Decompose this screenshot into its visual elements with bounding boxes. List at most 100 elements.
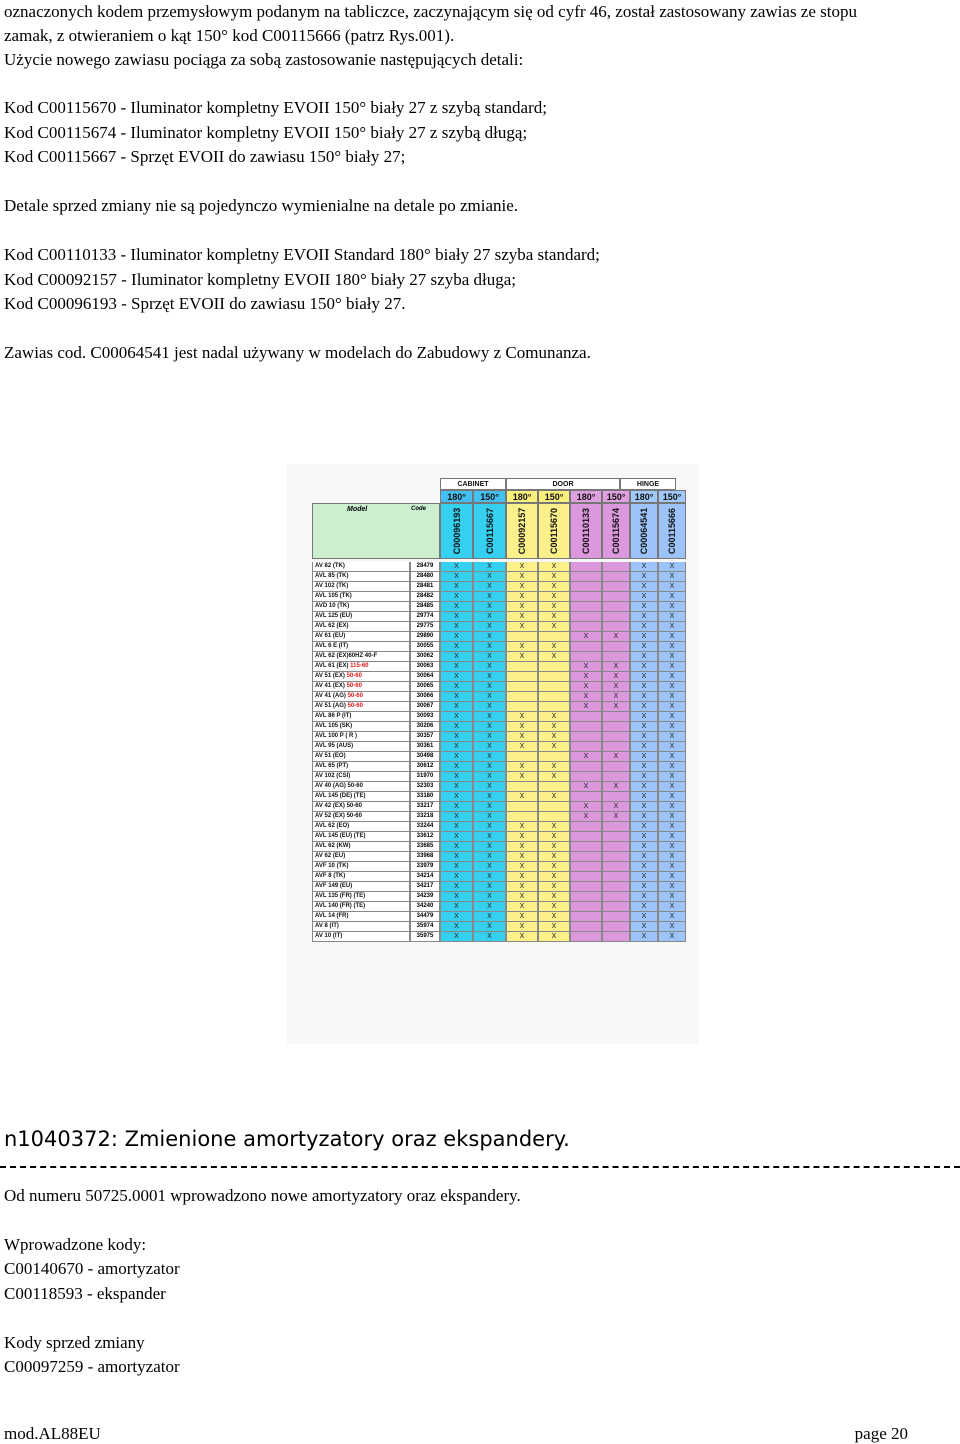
- compatibility-mark: X: [473, 572, 506, 582]
- model-cell: AVL 95 (AUS): [312, 742, 410, 752]
- compatibility-mark: X: [630, 902, 658, 912]
- compatibility-mark: X: [506, 902, 538, 912]
- model-code: 34239: [410, 892, 440, 902]
- compatibility-mark: X: [440, 692, 473, 702]
- model-code: 29775: [410, 622, 440, 632]
- model-name: AVL 14 (FR): [315, 913, 349, 919]
- compatibility-empty: [602, 572, 630, 582]
- compatibility-mark: X: [506, 822, 538, 832]
- compatibility-empty: [570, 612, 602, 622]
- compatibility-mark: X: [658, 772, 686, 782]
- compatibility-mark: X: [440, 932, 473, 942]
- model-cell: AVL 86 P (IT): [312, 712, 410, 722]
- compatibility-empty: [570, 602, 602, 612]
- compatibility-mark: X: [658, 872, 686, 882]
- compatibility-empty: [506, 702, 538, 712]
- compatibility-mark: X: [440, 662, 473, 672]
- compatibility-mark: X: [506, 772, 538, 782]
- body-text-line: C00097259 - amortyzator: [4, 1357, 180, 1376]
- body-text-line: oznaczonych kodem przemysłowym podanym n…: [4, 2, 857, 21]
- model-cell: AVF 8 (TK): [312, 872, 410, 882]
- compatibility-mark: X: [506, 842, 538, 852]
- compatibility-mark: X: [473, 602, 506, 612]
- compatibility-empty: [570, 712, 602, 722]
- compatibility-mark: X: [658, 912, 686, 922]
- compatibility-mark: X: [506, 602, 538, 612]
- compatibility-empty: [538, 682, 570, 692]
- compatibility-mark: X: [658, 742, 686, 752]
- model-name: AVL 62 (EX): [315, 623, 349, 629]
- compatibility-empty: [570, 722, 602, 732]
- compatibility-mark: X: [538, 822, 570, 832]
- compatibility-mark: X: [506, 562, 538, 572]
- model-cell: AVL 6 E (IT): [312, 642, 410, 652]
- compatibility-mark: X: [473, 802, 506, 812]
- compatibility-mark: X: [506, 892, 538, 902]
- compatibility-empty: [602, 642, 630, 652]
- model-cell: AV 40 (AG) 50-60: [312, 782, 410, 792]
- model-name: AVL 140 (FR) (TE): [315, 903, 366, 909]
- model-code: 35975: [410, 932, 440, 942]
- model-name: AV 61 (EU): [315, 633, 346, 639]
- model-code: 30498: [410, 752, 440, 762]
- compatibility-empty: [538, 702, 570, 712]
- model-cell: AVL 125 (EU): [312, 612, 410, 622]
- compatibility-empty: [506, 662, 538, 672]
- compatibility-mark: X: [473, 642, 506, 652]
- compatibility-mark: X: [440, 582, 473, 592]
- angle-header: 180°: [440, 490, 473, 503]
- model-name: AVF 8 (TK): [315, 873, 346, 879]
- compatibility-mark: X: [602, 632, 630, 642]
- compatibility-empty: [602, 912, 630, 922]
- compatibility-mark: X: [473, 872, 506, 882]
- compatibility-mark: X: [473, 772, 506, 782]
- model-code: 30066: [410, 692, 440, 702]
- compatibility-mark: X: [440, 592, 473, 602]
- compatibility-mark: X: [630, 712, 658, 722]
- compatibility-mark: X: [602, 692, 630, 702]
- compatibility-empty: [602, 792, 630, 802]
- compatibility-empty: [570, 742, 602, 752]
- compatibility-empty: [602, 622, 630, 632]
- compatibility-mark: X: [658, 682, 686, 692]
- compatibility-mark: X: [440, 872, 473, 882]
- compatibility-mark: X: [440, 852, 473, 862]
- compatibility-mark: X: [506, 882, 538, 892]
- compatibility-mark: X: [473, 732, 506, 742]
- compatibility-empty: [570, 872, 602, 882]
- compatibility-mark: X: [630, 892, 658, 902]
- compatibility-mark: X: [473, 822, 506, 832]
- compatibility-mark: X: [506, 862, 538, 872]
- compatibility-mark: X: [658, 882, 686, 892]
- compatibility-empty: [570, 592, 602, 602]
- model-cell: AV 42 (EX) 50-60: [312, 802, 410, 812]
- model-code: 30055: [410, 642, 440, 652]
- compatibility-empty: [570, 932, 602, 942]
- model-code: 33979: [410, 862, 440, 872]
- compatibility-mark: X: [570, 802, 602, 812]
- compatibility-mark: X: [570, 752, 602, 762]
- compatibility-mark: X: [630, 782, 658, 792]
- model-name: AVL 95 (AUS): [315, 743, 354, 749]
- compatibility-mark: X: [538, 842, 570, 852]
- compatibility-mark: X: [538, 912, 570, 922]
- compatibility-empty: [602, 852, 630, 862]
- part-code-header: C00115674: [602, 503, 630, 559]
- compatibility-mark: X: [538, 712, 570, 722]
- model-cell: AVL 65 (PT): [312, 762, 410, 772]
- model-name: AVL 62 (KW): [315, 843, 351, 849]
- compatibility-mark: X: [630, 732, 658, 742]
- compatibility-empty: [602, 832, 630, 842]
- compatibility-mark: X: [473, 922, 506, 932]
- compatibility-mark: X: [506, 612, 538, 622]
- compatibility-empty: [570, 922, 602, 932]
- model-cell: AV 10 (IT): [312, 932, 410, 942]
- compatibility-mark: X: [602, 672, 630, 682]
- compatibility-empty: [602, 652, 630, 662]
- model-name: AVL 61 (EX): [315, 663, 349, 669]
- compatibility-empty: [538, 802, 570, 812]
- model-name: AV 8 (IT): [315, 923, 339, 929]
- compatibility-empty: [602, 742, 630, 752]
- compatibility-mark: X: [658, 812, 686, 822]
- compatibility-mark: X: [440, 802, 473, 812]
